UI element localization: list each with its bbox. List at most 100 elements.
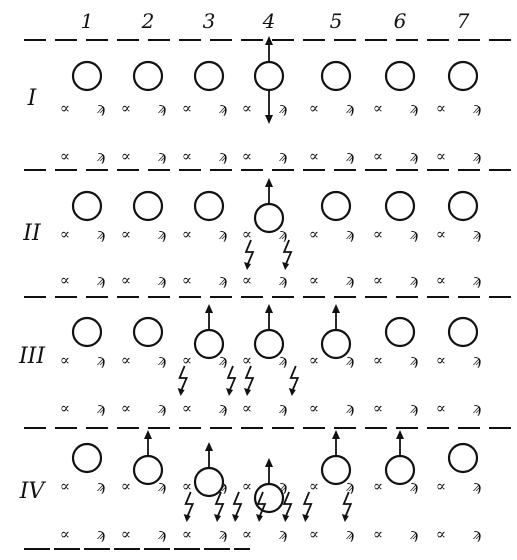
- electron-glyph: ∝: [309, 477, 319, 495]
- electron-glyph: ϡ: [279, 477, 288, 495]
- spark-bolt-head: [177, 388, 185, 396]
- electron-glyph: ϡ: [158, 399, 167, 417]
- spark-bolt-head: [226, 388, 233, 396]
- spark-bolt-head: [244, 262, 251, 270]
- electron-glyph: ϡ: [219, 271, 228, 289]
- spark-bolt: [232, 491, 243, 519]
- particle-circle: [253, 202, 285, 234]
- electron-glyph: ϡ: [346, 525, 355, 543]
- arrow-up-head: [265, 178, 273, 187]
- row-label: I: [27, 86, 38, 111]
- electron-glyph: ∝: [373, 477, 383, 495]
- column-number: 4: [262, 9, 276, 33]
- particle-circle: [71, 60, 103, 92]
- electron-glyph: ∝: [60, 271, 70, 289]
- electron-glyph: ∝: [436, 399, 446, 417]
- electron-glyph: ϡ: [219, 351, 228, 369]
- electron-glyph: ∝: [121, 271, 131, 289]
- electron-glyph: ∝: [309, 99, 319, 117]
- column-number: 1: [81, 9, 94, 33]
- electron-glyph: ϡ: [473, 399, 482, 417]
- electron-glyph: ϡ: [473, 351, 482, 369]
- electron-glyph: ϡ: [97, 271, 106, 289]
- electron-glyph: ∝: [60, 351, 70, 369]
- particle-circle: [320, 60, 352, 92]
- particle-circle: [253, 482, 285, 514]
- electron-glyph: ∝: [121, 225, 131, 243]
- electron-glyph: ∝: [242, 525, 252, 543]
- electron-glyph: ∝: [309, 525, 319, 543]
- particle-circle: [71, 442, 103, 474]
- electron-glyph: ∝: [182, 525, 192, 543]
- electron-glyph: ∝: [242, 399, 252, 417]
- electron-glyph: ϡ: [158, 99, 167, 117]
- spark-bolt: [244, 239, 255, 267]
- electron-glyph: ϡ: [279, 351, 288, 369]
- electron-glyph: ϡ: [410, 525, 419, 543]
- electron-glyph: ∝: [436, 99, 446, 117]
- electron-glyph: ϡ: [219, 399, 228, 417]
- electron-glyph: ∝: [242, 271, 252, 289]
- electron-glyph: ϡ: [97, 477, 106, 495]
- electron-glyph: ∝: [242, 477, 252, 495]
- electron-glyph: ∝: [436, 351, 446, 369]
- spark-bolt: [282, 491, 293, 519]
- column-number: 7: [457, 9, 470, 33]
- electron-glyph: ϡ: [410, 399, 419, 417]
- particle-circle: [253, 60, 285, 92]
- electron-glyph: ϡ: [346, 271, 355, 289]
- row-label: II: [22, 221, 42, 246]
- electron-glyph: ∝: [373, 225, 383, 243]
- electron-glyph: ϡ: [410, 351, 419, 369]
- electron-glyph: ϡ: [346, 351, 355, 369]
- spark-bolt: [214, 491, 225, 519]
- spark-bolt: [178, 365, 188, 393]
- electron-glyph: ϡ: [158, 271, 167, 289]
- electron-glyph: ∝: [436, 477, 446, 495]
- particle-circle: [384, 454, 416, 486]
- electron-glyph: ∝: [121, 351, 131, 369]
- electron-glyph: ∝: [373, 147, 383, 165]
- arrow-up-head: [332, 430, 340, 439]
- electron-glyph: ∝: [436, 225, 446, 243]
- electron-glyph: ϡ: [346, 477, 355, 495]
- spark-bolt-head: [214, 514, 221, 522]
- particle-circle: [132, 190, 164, 222]
- electron-glyph: ∝: [309, 351, 319, 369]
- particle-circle: [253, 328, 285, 360]
- particle-circle: [384, 60, 416, 92]
- electron-glyph: ϡ: [158, 477, 167, 495]
- electron-glyph: ∝: [60, 225, 70, 243]
- particle-circle: [320, 454, 352, 486]
- particle-circle: [384, 316, 416, 348]
- arrow-up-head: [205, 304, 213, 313]
- particle-circle: [193, 328, 225, 360]
- column-headers: 1 2 3 4 5 6 7: [81, 9, 470, 33]
- electron-glyph: ϡ: [158, 351, 167, 369]
- particle-circle: [384, 190, 416, 222]
- electron-glyph: ∝: [242, 147, 252, 165]
- electron-glyph: ϡ: [279, 99, 288, 117]
- electron-glyph: ϡ: [279, 399, 288, 417]
- electron-glyph: ϡ: [97, 525, 106, 543]
- electron-glyph: ∝: [121, 147, 131, 165]
- arrow-up-head: [265, 36, 273, 45]
- electron-glyph: ϡ: [473, 147, 482, 165]
- electron-glyph: ϡ: [473, 99, 482, 117]
- electron-glyph: ϡ: [346, 399, 355, 417]
- electron-glyph: ϡ: [473, 271, 482, 289]
- electron-glyph: ϡ: [473, 525, 482, 543]
- electron-glyph: ∝: [436, 147, 446, 165]
- particle-circle: [193, 60, 225, 92]
- spark-bolt: [256, 491, 267, 519]
- electron-glyph: ∝: [60, 399, 70, 417]
- electron-glyph: ∝: [436, 271, 446, 289]
- electron-glyph: ∝: [60, 99, 70, 117]
- particle-circle: [447, 316, 479, 348]
- spark-bolt-head: [341, 514, 349, 522]
- electron-glyph: ϡ: [97, 351, 106, 369]
- arrow-up-head: [332, 304, 340, 313]
- electron-glyph: ϡ: [97, 147, 106, 165]
- electron-glyph: ∝: [182, 477, 192, 495]
- electron-glyph: ϡ: [97, 99, 106, 117]
